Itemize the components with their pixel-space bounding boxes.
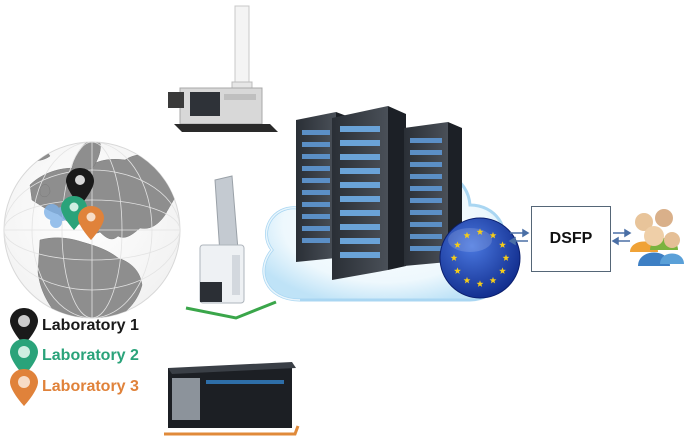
- eu-star: [463, 231, 471, 239]
- globe-pin-laboratory-3: [78, 206, 104, 240]
- eu-star: [476, 228, 484, 235]
- exchange-arrows-cloud-dsfp: [508, 228, 530, 246]
- mass-spectrometer-tall-icon: [168, 5, 278, 132]
- server-rack-middle: [332, 106, 406, 280]
- exchange-arrows-dsfp-users: [611, 228, 632, 246]
- legend-pin-laboratory-1: [10, 308, 38, 345]
- server-rack-right: [404, 122, 462, 266]
- eu-star: [476, 280, 484, 287]
- eu-star: [499, 267, 506, 274]
- legend-pin-laboratory-3: [10, 369, 38, 406]
- eu-star: [454, 241, 461, 248]
- eu-flag-icon: [439, 217, 521, 299]
- mass-spectrometer-upright-icon: [185, 175, 277, 320]
- legend-label-laboratory-1: Laboratory 1: [42, 317, 139, 334]
- dsfp-label: DSFP: [549, 230, 593, 247]
- legend-label-laboratory-3: Laboratory 3: [42, 378, 139, 395]
- mass-spectrometer-benchtop-icon: [164, 362, 300, 436]
- eu-star: [463, 276, 471, 284]
- users-group-icon: [630, 209, 684, 266]
- eu-star: [489, 276, 497, 284]
- eu-star: [454, 267, 461, 274]
- legend-pin-laboratory-2: [10, 339, 38, 376]
- eu-star: [450, 254, 458, 261]
- dsfp-platform-box: DSFP: [531, 206, 611, 272]
- legend-label-laboratory-2: Laboratory 2: [42, 347, 139, 364]
- eu-star: [499, 241, 506, 248]
- eu-star: [489, 231, 497, 239]
- eu-star: [502, 254, 510, 261]
- server-racks-icon: [296, 106, 462, 280]
